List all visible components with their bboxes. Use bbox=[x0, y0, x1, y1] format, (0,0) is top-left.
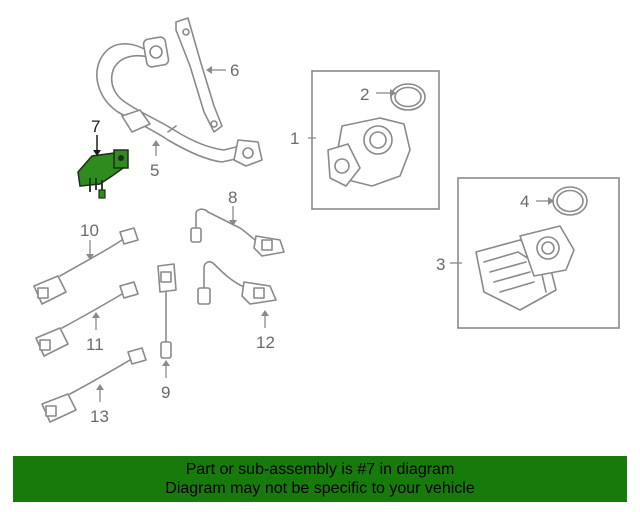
sensor-part-13 bbox=[41, 347, 147, 423]
egr-valve-part-1 bbox=[327, 117, 411, 187]
box-part-3 bbox=[457, 177, 620, 329]
box-part-1 bbox=[311, 70, 440, 210]
bracket-part-6 bbox=[175, 17, 223, 133]
sensor-part-8 bbox=[190, 208, 285, 257]
callout-2: 2 bbox=[360, 85, 369, 104]
callout-1: 1 bbox=[290, 129, 299, 148]
callout-13: 13 bbox=[90, 407, 109, 426]
sensor-part-12 bbox=[197, 261, 277, 305]
callout-9: 9 bbox=[161, 383, 170, 402]
callout-7: 7 bbox=[91, 117, 100, 136]
callout-6: 6 bbox=[230, 61, 239, 80]
parts-diagram: 1 2 3 4 5 6 7 8 9 10 11 12 13 bbox=[33, 17, 620, 426]
gasket-part-4 bbox=[552, 186, 588, 216]
callout-10: 10 bbox=[80, 221, 99, 240]
sensor-part-9 bbox=[157, 263, 177, 359]
egr-cooler-part-3 bbox=[475, 225, 575, 311]
banner-line-disclaimer: Diagram may not be specific to your vehi… bbox=[165, 480, 475, 497]
callout-11: 11 bbox=[86, 335, 104, 354]
callout-4: 4 bbox=[520, 192, 529, 211]
callout-12: 12 bbox=[256, 333, 275, 352]
callout-3: 3 bbox=[436, 255, 445, 274]
egr-pipe-part-5 bbox=[96, 36, 263, 167]
callout-8: 8 bbox=[228, 188, 237, 207]
sensor-part-10 bbox=[33, 227, 139, 305]
banner-line-part: Part or sub-assembly is #7 in diagram bbox=[185, 461, 455, 478]
sensor-part-11 bbox=[35, 281, 139, 357]
callout-5: 5 bbox=[150, 161, 159, 180]
pressure-sensor-part-7 bbox=[77, 149, 129, 199]
part-info-banner: Part or sub-assembly is #7 in diagram Di… bbox=[13, 456, 627, 502]
gasket-part-2 bbox=[390, 83, 426, 111]
